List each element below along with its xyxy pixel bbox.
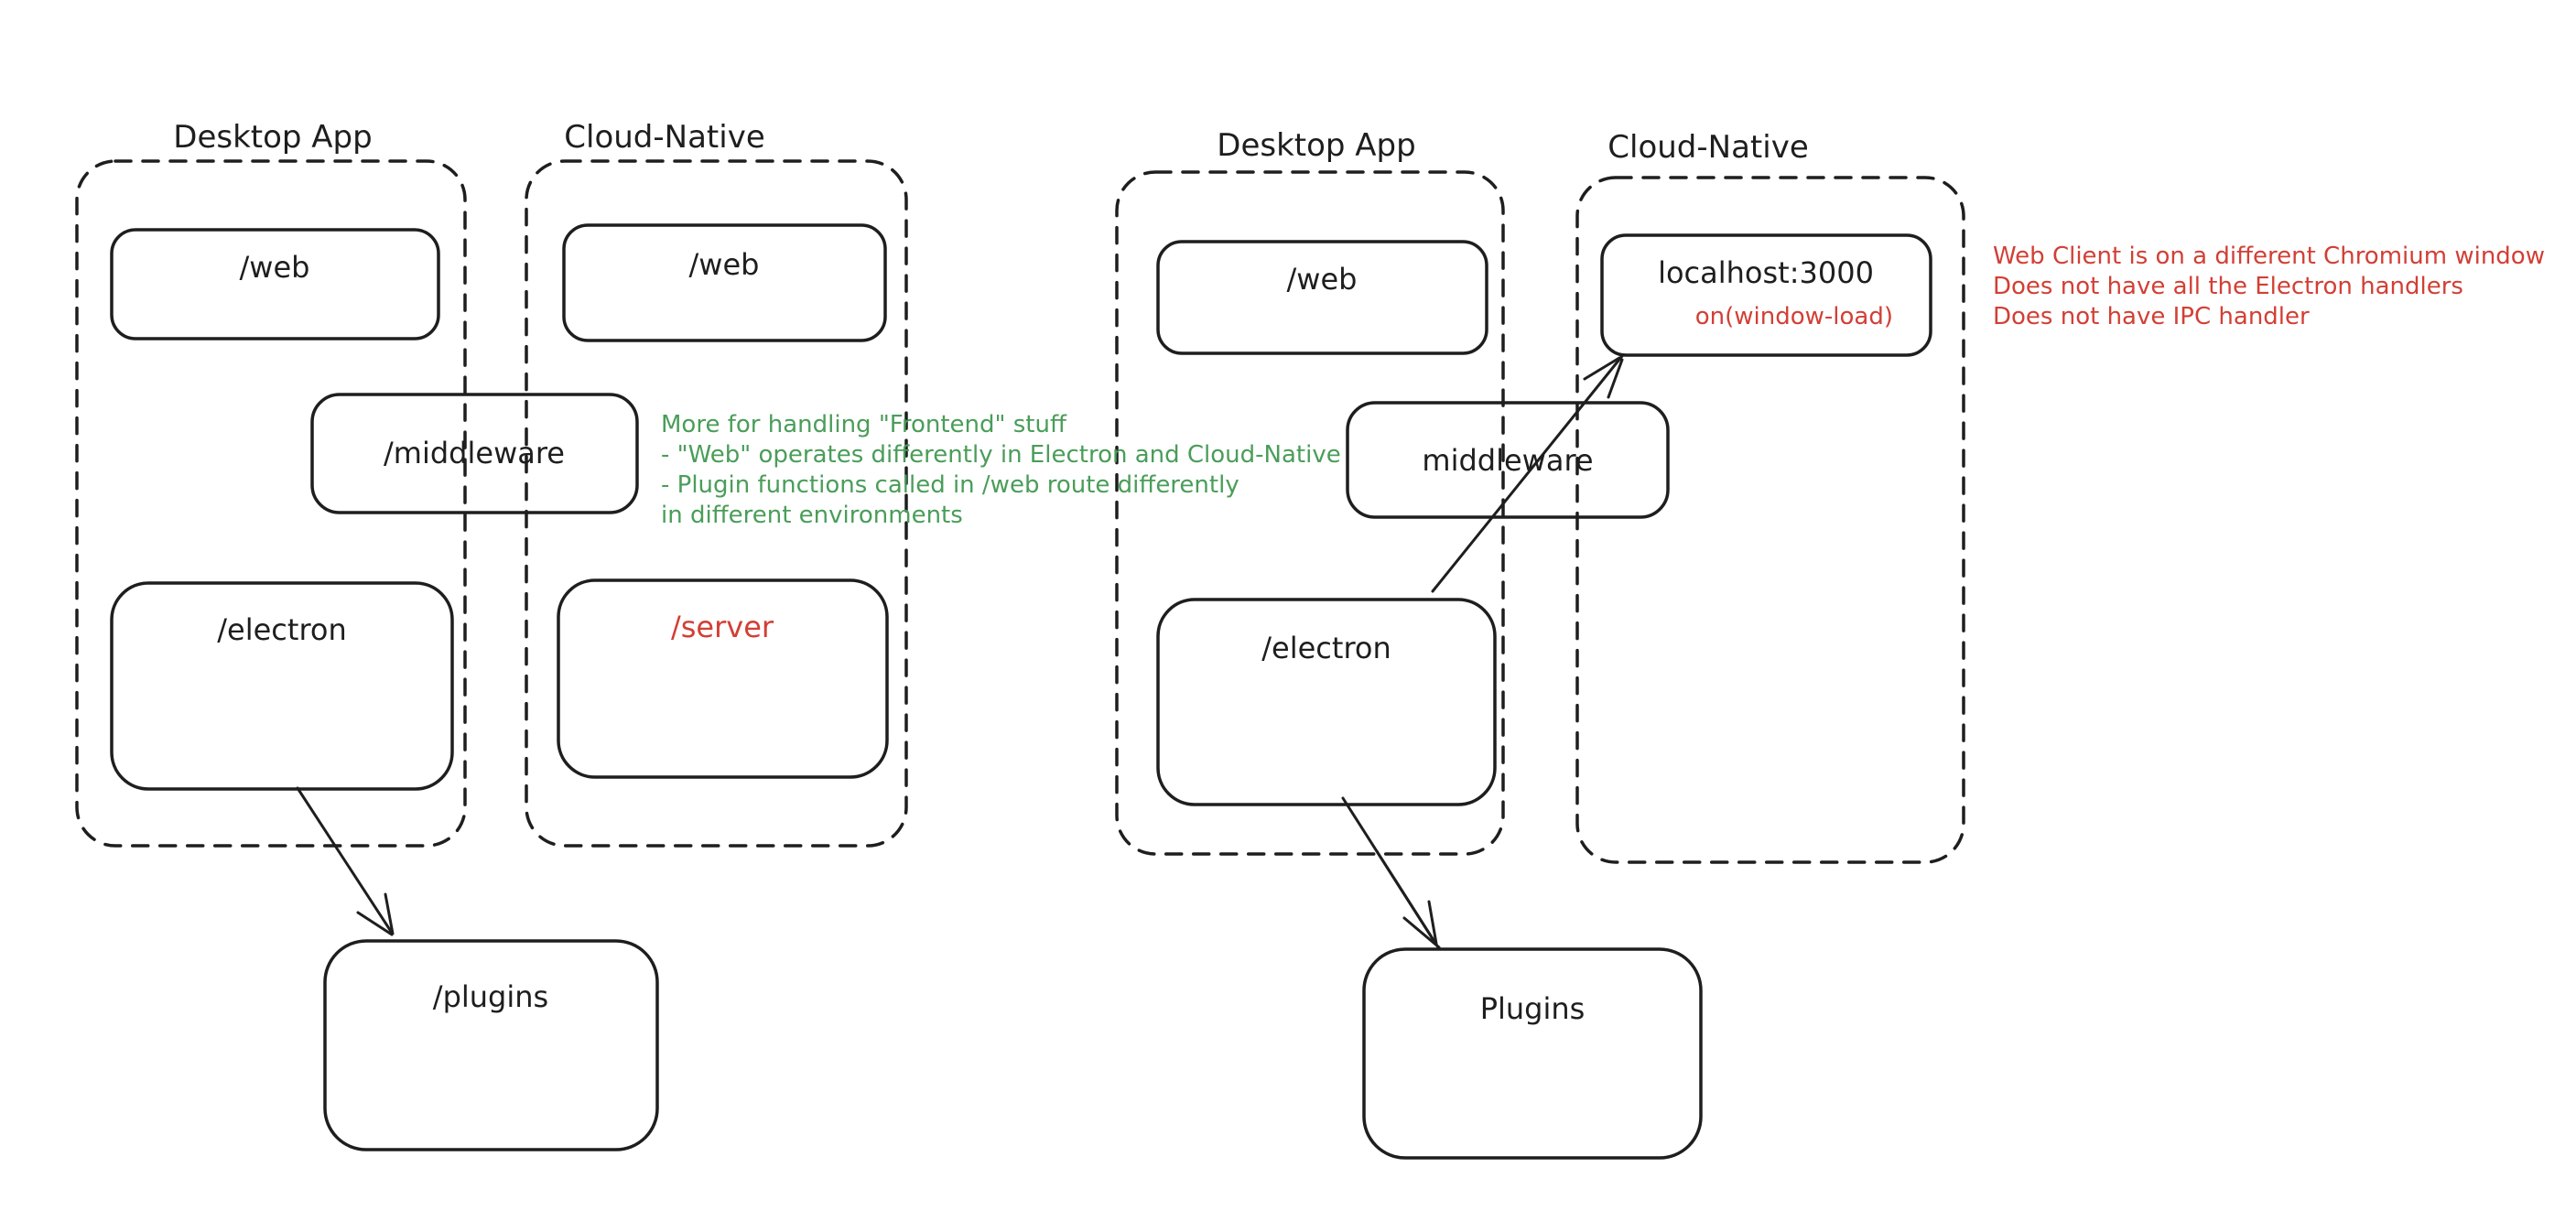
right-plugins-box <box>1362 947 1703 1160</box>
left-web-desktop-label: /web <box>239 250 310 285</box>
arrow-electron-to-plugins-left <box>296 786 395 936</box>
right-window-load-label: on(window-load) <box>1694 303 1893 330</box>
green-note-line: in different environments <box>661 502 963 529</box>
right-plugins-label: Plugins <box>1479 991 1586 1026</box>
right-electron-label: /electron <box>1261 631 1391 665</box>
green-note-line: - "Web" operates differently in Electron… <box>661 441 1341 469</box>
left-desktop-app-title: Desktop App <box>173 119 373 156</box>
left-web-cloud-label: /web <box>688 247 760 282</box>
left-cloud-native-title: Cloud-Native <box>564 119 765 156</box>
left-electron-label: /electron <box>217 612 347 647</box>
right-middleware-label: middleware <box>1422 443 1594 478</box>
red-note: Web Client is on a different Chromium wi… <box>1993 242 2545 332</box>
right-web-label: /web <box>1286 262 1358 297</box>
green-note-line: More for handling "Frontend" stuff <box>661 411 1066 438</box>
arrow-electron-to-plugins-right <box>1341 796 1441 949</box>
right-desktop-app-title: Desktop App <box>1217 127 1416 164</box>
right-cloud-native-title: Cloud-Native <box>1607 129 1809 166</box>
left-web-cloud-box <box>562 223 887 342</box>
right-localhost-box <box>1600 233 1932 357</box>
red-note-line: Does not have all the Electron handlers <box>1993 273 2463 300</box>
right-web-box <box>1156 240 1488 355</box>
left-server-label: /server <box>670 610 774 644</box>
red-note-line: Web Client is on a different Chromium wi… <box>1993 243 2545 270</box>
right-localhost-label: localhost:3000 <box>1658 255 1874 290</box>
left-plugins-label: /plugins <box>432 979 549 1014</box>
left-plugins-box <box>323 939 659 1151</box>
green-note: More for handling "Frontend" stuff - "We… <box>661 410 1341 531</box>
green-note-line: - Plugin functions called in /web route … <box>661 471 1239 499</box>
left-middleware-label: /middleware <box>384 436 565 470</box>
red-note-line: Does not have IPC handler <box>1993 303 2310 330</box>
